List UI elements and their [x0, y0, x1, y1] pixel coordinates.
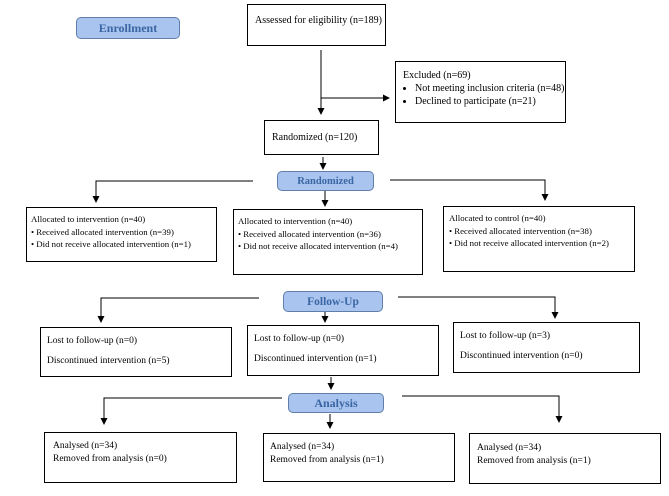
- followup-discontinued: Discontinued intervention (n=5): [47, 356, 170, 366]
- analysis-removed: Removed from analysis (n=0): [53, 454, 167, 464]
- randomized-text: Randomized (n=120): [272, 132, 358, 143]
- analysis-analysed: Analysed (n=34): [270, 442, 335, 452]
- allocation-box-1: Allocated to intervention (n=40) • Recei…: [26, 207, 217, 262]
- allocation-received: • Received allocated intervention (n=38): [449, 225, 592, 236]
- analysis-removed: Removed from analysis (n=1): [270, 455, 384, 465]
- followup-box-3: Lost to follow-up (n=3) Discontinued int…: [453, 322, 640, 373]
- arrow-to-followup-right: [398, 296, 559, 319]
- arrow-to-allocation-right: [390, 179, 549, 201]
- arrow-to-allocation-left: [92, 180, 253, 203]
- allocation-received: • Received allocated intervention (n=39): [31, 226, 174, 237]
- allocation-received: • Received allocated intervention (n=36): [238, 228, 381, 239]
- arrow-to-analysis-left: [100, 397, 282, 425]
- randomized-box: Randomized (n=120): [264, 120, 379, 155]
- assessed-text: Assessed for eligibility (n=189): [255, 15, 383, 26]
- stage-follow-up: Follow-Up: [283, 291, 383, 312]
- assessed-box: Assessed for eligibility (n=189): [247, 4, 386, 46]
- allocation-box-3: Allocated to control (n=40) • Received a…: [443, 206, 635, 272]
- stage-randomized: Randomized: [277, 171, 374, 191]
- allocation-title: Allocated to control (n=40): [449, 213, 546, 223]
- excluded-item: Not meeting inclusion criteria (n=48): [415, 82, 565, 95]
- excluded-box: Excluded (n=69) Not meeting inclusion cr…: [395, 61, 566, 123]
- followup-box-1: Lost to follow-up (n=0) Discontinued int…: [40, 327, 232, 377]
- allocation-box-2: Allocated to intervention (n=40) • Recei…: [233, 209, 423, 275]
- arrow-to-analysis-right: [402, 395, 563, 423]
- analysis-box-1: Analysed (n=34) Removed from analysis (n…: [44, 432, 237, 483]
- analysis-box-2: Analysed (n=34) Removed from analysis (n…: [263, 433, 455, 482]
- excluded-title: Excluded (n=69): [403, 70, 471, 81]
- excluded-item: Declined to participate (n=21): [415, 95, 558, 108]
- followup-lost: Lost to follow-up (n=0): [254, 334, 345, 344]
- analysis-removed: Removed from analysis (n=1): [477, 456, 591, 466]
- arrow-to-followup-left: [97, 297, 259, 323]
- allocation-not-received: • Did not receive allocated intervention…: [31, 239, 191, 249]
- excluded-list: Not meeting inclusion criteria (n=48) De…: [403, 82, 565, 108]
- stage-analysis: Analysis: [288, 393, 384, 413]
- analysis-box-3: Analysed (n=34) Removed from analysis (n…: [469, 433, 661, 484]
- allocation-not-received: • Did not receive allocated intervention…: [449, 238, 609, 248]
- analysis-analysed: Analysed (n=34): [53, 441, 118, 451]
- allocation-title: Allocated to intervention (n=40): [238, 216, 353, 226]
- analysis-analysed: Analysed (n=34): [477, 443, 542, 453]
- followup-box-2: Lost to follow-up (n=0) Discontinued int…: [247, 325, 439, 376]
- followup-discontinued: Discontinued intervention (n=0): [460, 351, 583, 361]
- allocation-title: Allocated to intervention (n=40): [31, 214, 146, 224]
- allocation-not-received: • Did not receive allocated intervention…: [238, 241, 398, 251]
- followup-lost: Lost to follow-up (n=0): [47, 336, 138, 346]
- followup-discontinued: Discontinued intervention (n=1): [254, 354, 377, 364]
- followup-lost: Lost to follow-up (n=3): [460, 331, 551, 341]
- stage-enrollment: Enrollment: [76, 17, 180, 39]
